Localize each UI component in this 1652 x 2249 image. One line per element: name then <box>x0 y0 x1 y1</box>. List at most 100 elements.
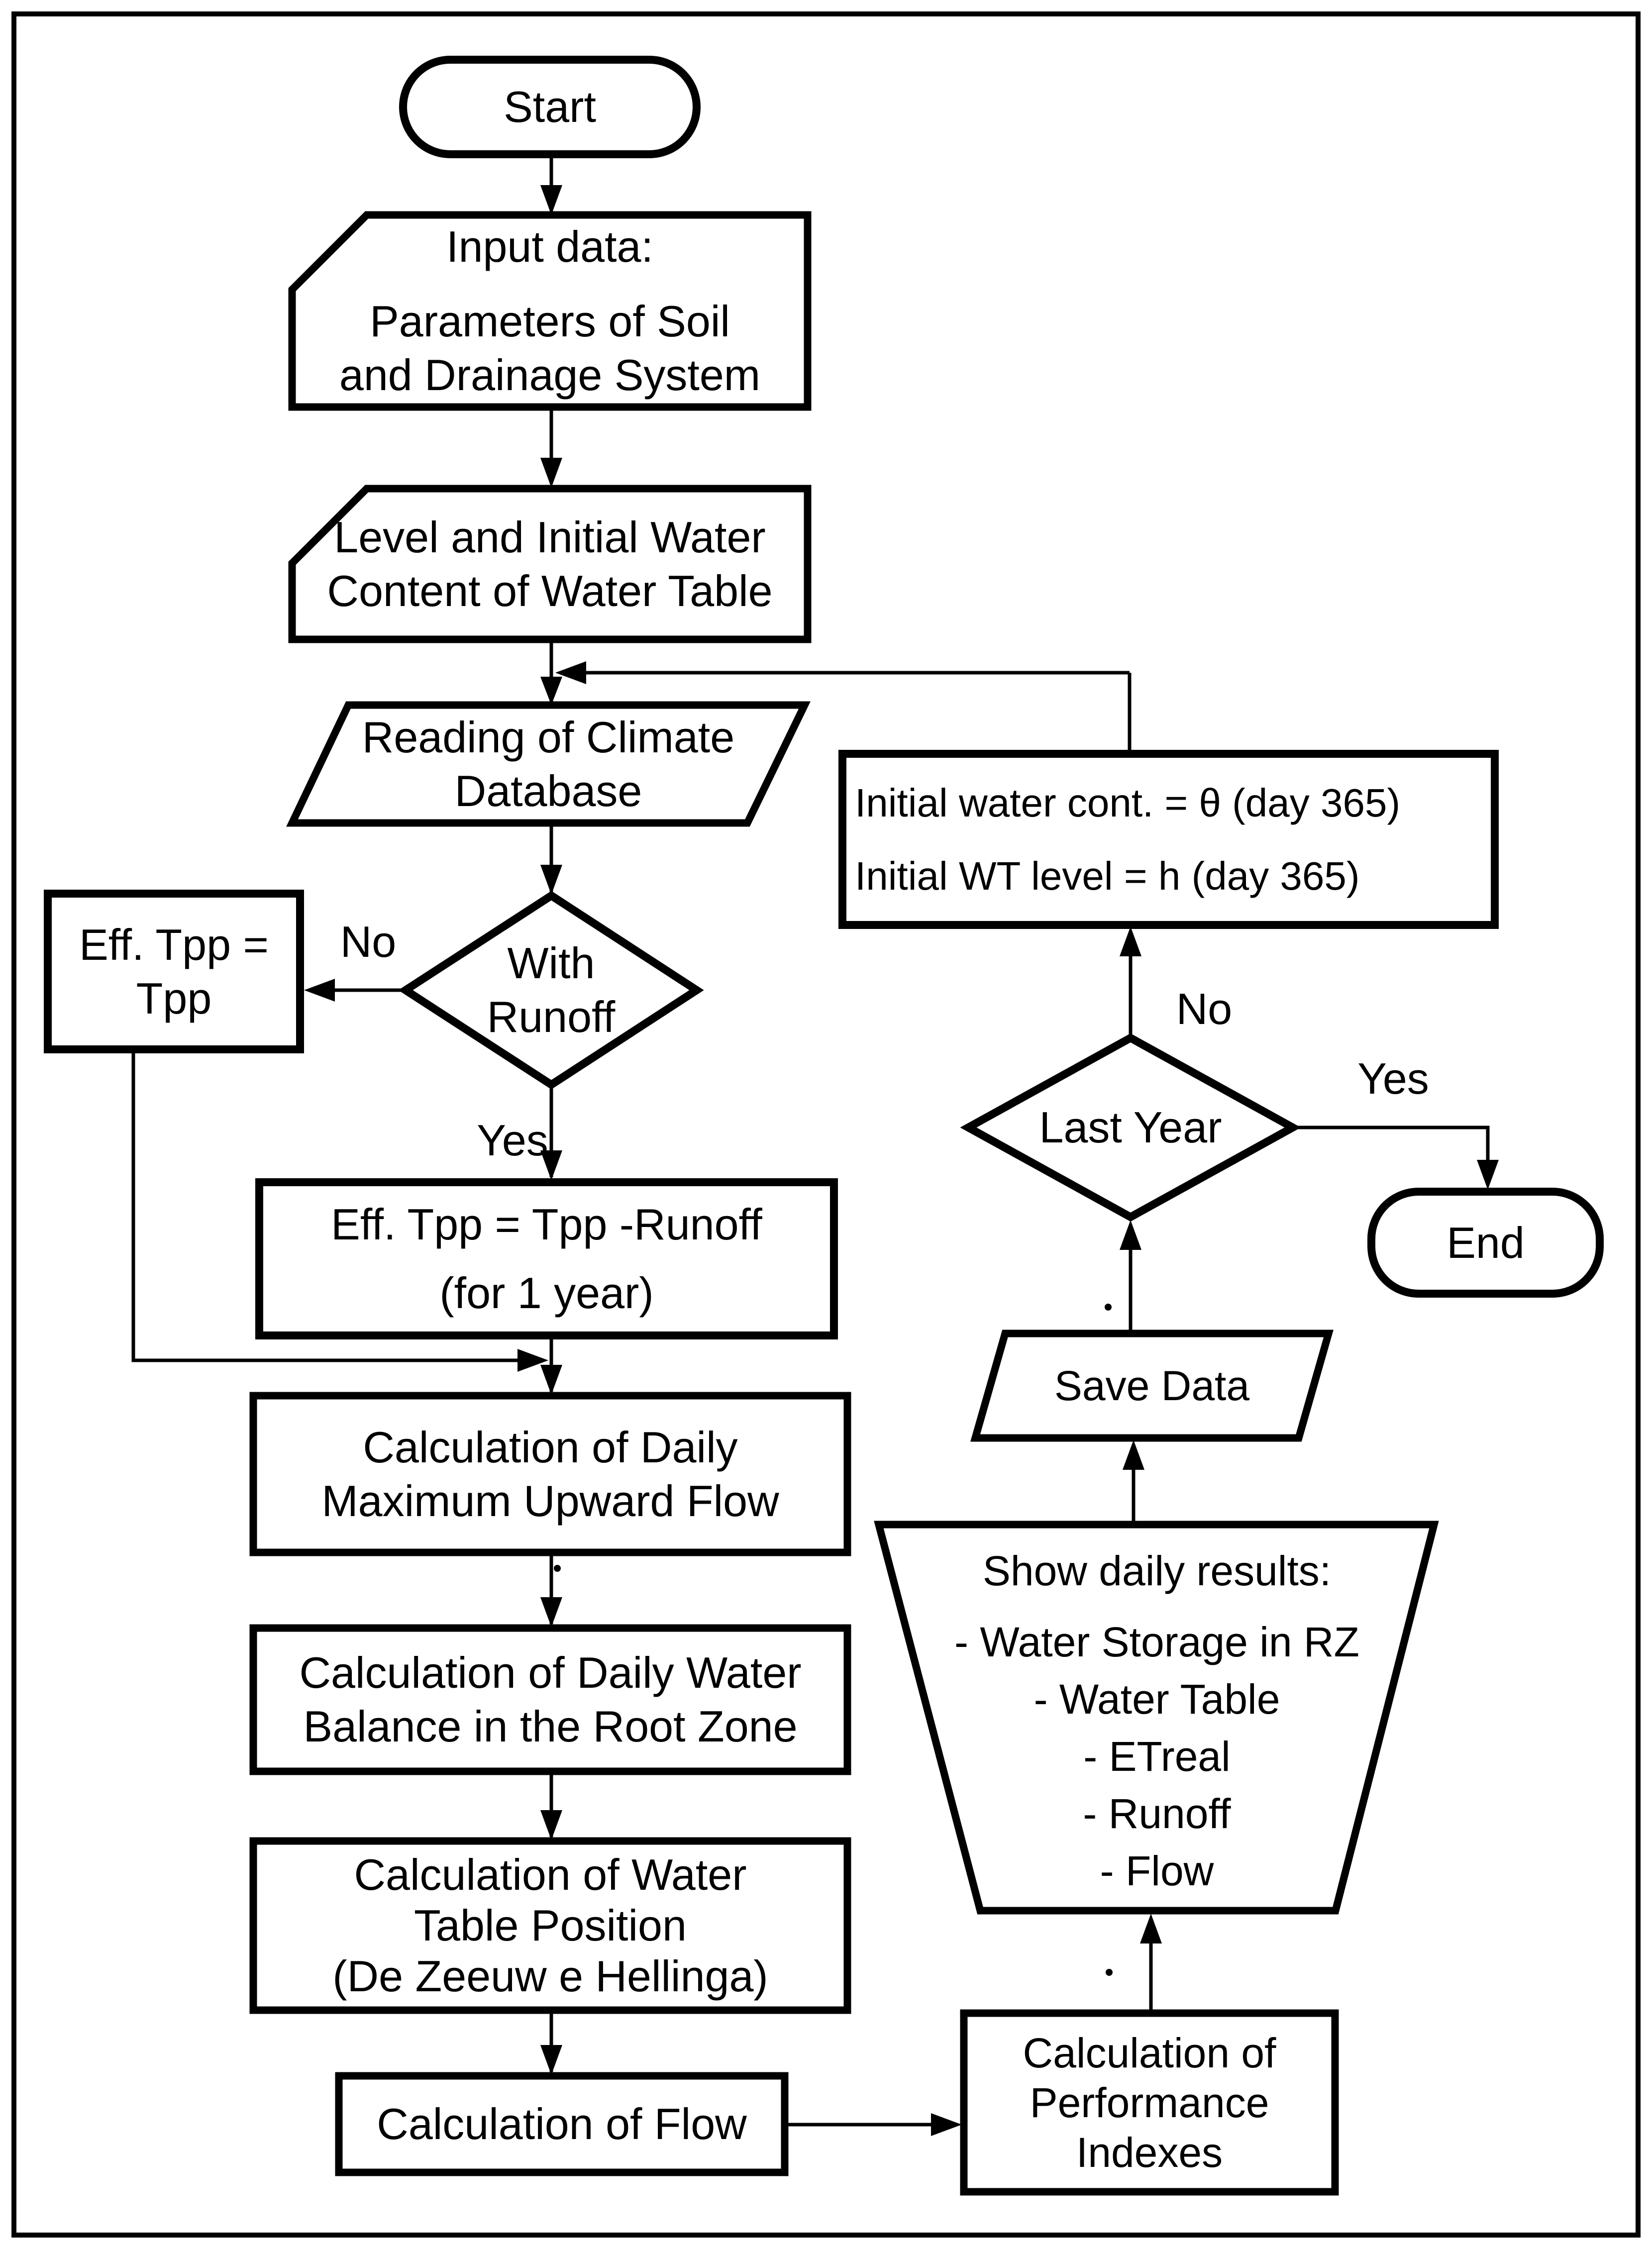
arrowhead-balance-wt <box>540 1810 562 1840</box>
arrowhead-yes-end <box>1477 1160 1499 1190</box>
arrowhead-flow-performance <box>931 2113 962 2136</box>
save-data-shape <box>970 1329 1334 1442</box>
calc-upward-line: Calculation of Daily <box>363 1422 738 1472</box>
edge-label-runoff-yes: Yes <box>453 1113 572 1168</box>
calc-water-table-line: (De Zeeuw e Hellinga) <box>332 1951 768 2001</box>
calc-flow-node-label: Calculation of Flow <box>339 2076 785 2172</box>
performance-line: Indexes <box>1076 2129 1223 2176</box>
runoff-no-text: No <box>340 917 397 966</box>
show-results-item: - Runoff <box>1083 1790 1231 1837</box>
arrowhead-join-right <box>517 1349 548 1372</box>
end-node-label: End <box>1371 1192 1600 1294</box>
input-data-line: Input data: <box>446 222 653 271</box>
arrowhead-reading-runoff <box>540 865 562 895</box>
calc-upward-line: Maximum Upward Flow <box>321 1476 779 1526</box>
eff-tpp-runoff-node-label: Eff. Tpp = Tpp -Runoff (for 1 year) <box>259 1182 834 1335</box>
level-initial-line: Content of Water Table <box>327 566 773 615</box>
outer-border <box>11 11 1641 2238</box>
stray-dot <box>1106 1969 1113 1976</box>
input-data-node-label: Input data: Parameters of Soil and Drain… <box>292 221 808 401</box>
arrowhead-save-lastyear <box>1120 1220 1141 1250</box>
show-results-shape <box>874 1521 1439 1915</box>
reading-climate-node-label: Reading of Climate Database <box>292 705 805 823</box>
lastyear-no-text: No <box>1176 984 1233 1033</box>
calc-upward-node-label: Calculation of Daily Maximum Upward Flow <box>253 1396 847 1552</box>
stray-marks <box>554 1304 1113 1976</box>
edge-label-lastyear-yes: Yes <box>1334 1051 1453 1106</box>
eff-tpp-line: Eff. Tpp = <box>79 920 269 969</box>
runoff-yes-text: Yes <box>477 1116 548 1165</box>
arrowhead-runoff-upward <box>540 1365 562 1395</box>
show-results-title: Show daily results: <box>982 1547 1332 1594</box>
stray-dot <box>1105 1304 1112 1311</box>
arrowhead-feedback-left <box>555 661 586 684</box>
arrowheads <box>304 185 1499 2136</box>
calc-water-table-node-label: Calculation of Water Table Position (De … <box>253 1841 847 2010</box>
calc-balance-shape <box>249 1624 851 1775</box>
performance-line: Calculation of <box>1023 2029 1276 2076</box>
calc-balance-line: Balance in the Root Zone <box>303 1702 798 1751</box>
arrowhead-level-reading <box>540 677 562 705</box>
calc-water-table-line: Table Position <box>414 1901 687 1950</box>
calc-water-table-line: Calculation of Water <box>354 1850 747 1899</box>
reading-climate-shape <box>286 701 811 827</box>
end-shape <box>1367 1188 1604 1298</box>
with-runoff-line: Runoff <box>487 992 616 1041</box>
end-text: End <box>1446 1218 1525 1267</box>
eff-tpp-line: Tpp <box>136 973 212 1023</box>
eff-tpp-shape <box>44 890 304 1053</box>
initial-values-shape <box>838 750 1499 929</box>
start-node-label: Start <box>403 60 697 154</box>
calc-upward-shape <box>249 1392 851 1556</box>
calc-balance-line: Calculation of Daily Water <box>299 1648 802 1697</box>
initial-values-line: Initial water cont. = θ (day 365) <box>855 780 1401 825</box>
arrowhead-wt-flow <box>540 2045 562 2075</box>
last-year-text: Last Year <box>1039 1103 1222 1152</box>
start-shape <box>399 56 701 158</box>
arrowhead-input-level <box>540 458 562 488</box>
with-runoff-decision-label: With Runoff <box>406 896 697 1085</box>
show-results-item: - Water Table <box>1033 1676 1280 1723</box>
calc-flow-shape <box>335 2072 789 2176</box>
show-results-item: - ETreal <box>1083 1733 1231 1780</box>
with-runoff-line: With <box>507 938 595 988</box>
eff-tpp-node-label: Eff. Tpp = Tpp <box>48 894 300 1049</box>
arrowhead-no-runoff <box>304 979 335 1002</box>
arrowhead-yes-runoff <box>540 1150 562 1180</box>
eff-tpp-join-line <box>131 1049 541 1362</box>
last-year-decision-shape <box>960 1033 1301 1222</box>
performance-line: Performance <box>1030 2079 1269 2126</box>
last-year-decision-label: Last Year <box>968 1038 1293 1217</box>
input-data-line: Parameters of Soil <box>370 297 730 346</box>
level-initial-node-label: Level and Initial Water Content of Water… <box>292 489 808 639</box>
lastyear-yes-text: Yes <box>1357 1054 1429 1103</box>
save-data-node-label: Save Data <box>975 1333 1329 1438</box>
initial-values-node-label: Initial water cont. = θ (day 365) Initia… <box>855 754 1492 925</box>
calc-balance-node-label: Calculation of Daily Water Balance in th… <box>253 1628 847 1771</box>
performance-node-label: Calculation of Performance Indexes <box>964 2013 1335 2192</box>
eff-tpp-runoff-shape <box>255 1178 838 1339</box>
input-data-shape <box>288 211 812 411</box>
performance-shape <box>960 2009 1339 2196</box>
edge-label-lastyear-no: No <box>1144 982 1264 1036</box>
start-text: Start <box>504 82 596 131</box>
with-runoff-decision-shape <box>398 891 704 1090</box>
eff-tpp-runoff-line: (for 1 year) <box>439 1268 654 1318</box>
arrowhead-results-save <box>1123 1440 1144 1470</box>
show-results-node-label: Show daily results: - Water Storage in R… <box>921 1542 1393 1901</box>
arrowhead-lastyear-initial <box>1120 926 1141 956</box>
node-shapes <box>44 56 1604 2196</box>
arrowhead-upward-balance <box>540 1597 562 1627</box>
show-results-item: - Water Storage in RZ <box>954 1619 1359 1665</box>
calc-flow-text: Calculation of Flow <box>377 2099 747 2148</box>
arrowhead-performance-results <box>1140 1914 1162 1943</box>
reading-climate-line: Database <box>454 766 642 816</box>
calc-water-table-shape <box>249 1837 851 2014</box>
stray-dot <box>554 1565 561 1572</box>
reading-climate-line: Reading of Climate <box>362 712 735 762</box>
arrowhead-start-input <box>540 185 562 215</box>
edge-label-runoff-no: No <box>318 915 418 969</box>
eff-tpp-runoff-line: Eff. Tpp = Tpp -Runoff <box>331 1200 762 1249</box>
